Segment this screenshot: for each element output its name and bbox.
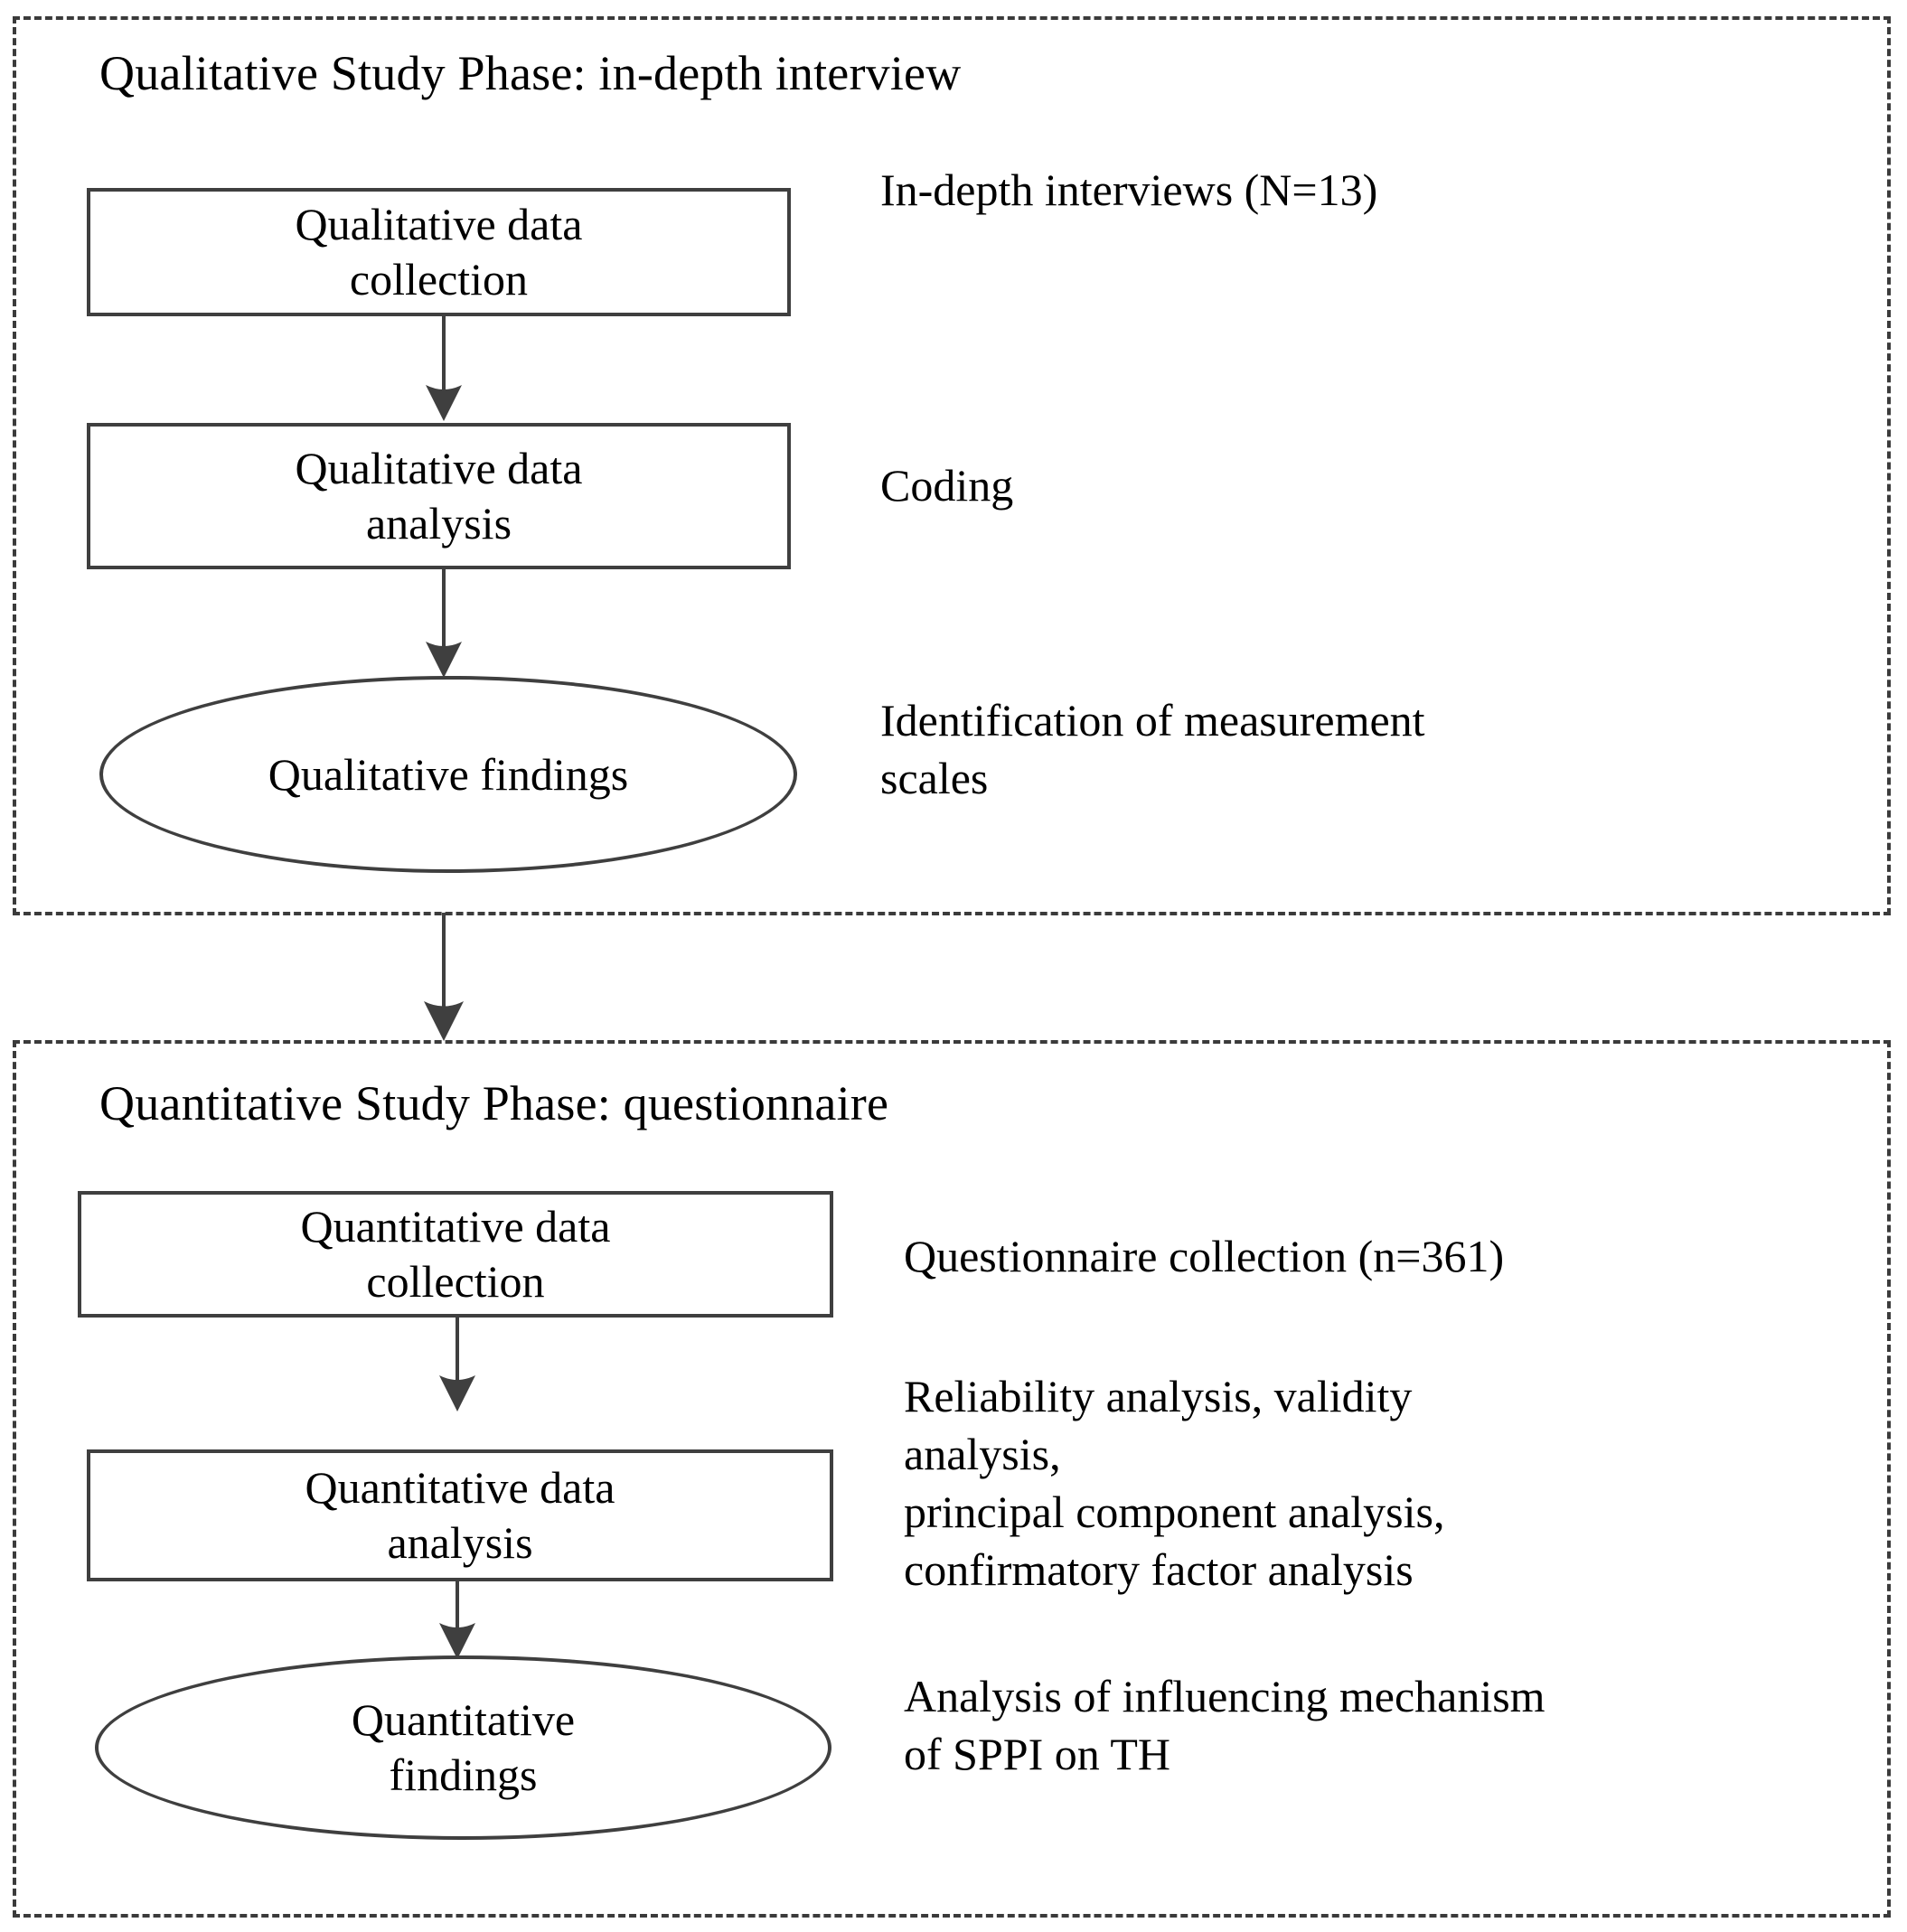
step-label: Qualitative data collection	[295, 199, 583, 305]
step-quantitative-findings[interactable]: Quantitative findings	[95, 1655, 831, 1840]
arrow-qual-analysis-to-findings	[426, 567, 462, 678]
phase-title-qualitative: Qualitative Study Phase: in-depth interv…	[99, 46, 962, 100]
step-qualitative-data-analysis[interactable]: Qualitative data analysis	[87, 423, 791, 569]
step-qualitative-findings[interactable]: Qualitative findings	[99, 676, 797, 873]
phase-panel-qualitative	[13, 16, 1891, 915]
step-label: Qualitative data analysis	[295, 443, 583, 549]
step-qualitative-data-collection[interactable]: Qualitative data collection	[87, 188, 791, 316]
note-quantitative-data-collection: Questionnaire collection (n=361)	[904, 1231, 1505, 1281]
step-quantitative-data-analysis[interactable]: Quantitative data analysis	[87, 1449, 833, 1581]
note-qualitative-data-collection: In-depth interviews (N=13)	[880, 164, 1378, 215]
step-label: Quantitative data collection	[300, 1201, 611, 1307]
phase-panel-quantitative	[13, 1040, 1891, 1918]
step-label: Quantitative data analysis	[305, 1462, 615, 1568]
step-label: Quantitative findings	[351, 1694, 576, 1800]
phase-title-quantitative: Quantitative Study Phase: questionnaire	[99, 1076, 889, 1130]
arrow-quant-analysis-to-findings	[439, 1580, 475, 1659]
note-quantitative-data-analysis: Reliability analysis, validity analysis,…	[904, 1371, 1445, 1595]
arrow-phase-qualitative-to-quantitative	[424, 913, 464, 1041]
step-quantitative-data-collection[interactable]: Quantitative data collection	[78, 1191, 833, 1318]
arrow-qual-collection-to-analysis	[426, 314, 462, 421]
note-qualitative-data-analysis: Coding	[880, 460, 1014, 511]
step-label: Qualitative findings	[268, 748, 629, 800]
note-quantitative-findings: Analysis of influencing mechanism of SPP…	[904, 1671, 1545, 1779]
arrow-quant-collection-to-analysis	[439, 1316, 475, 1411]
note-qualitative-findings: Identification of measurement scales	[880, 695, 1425, 803]
